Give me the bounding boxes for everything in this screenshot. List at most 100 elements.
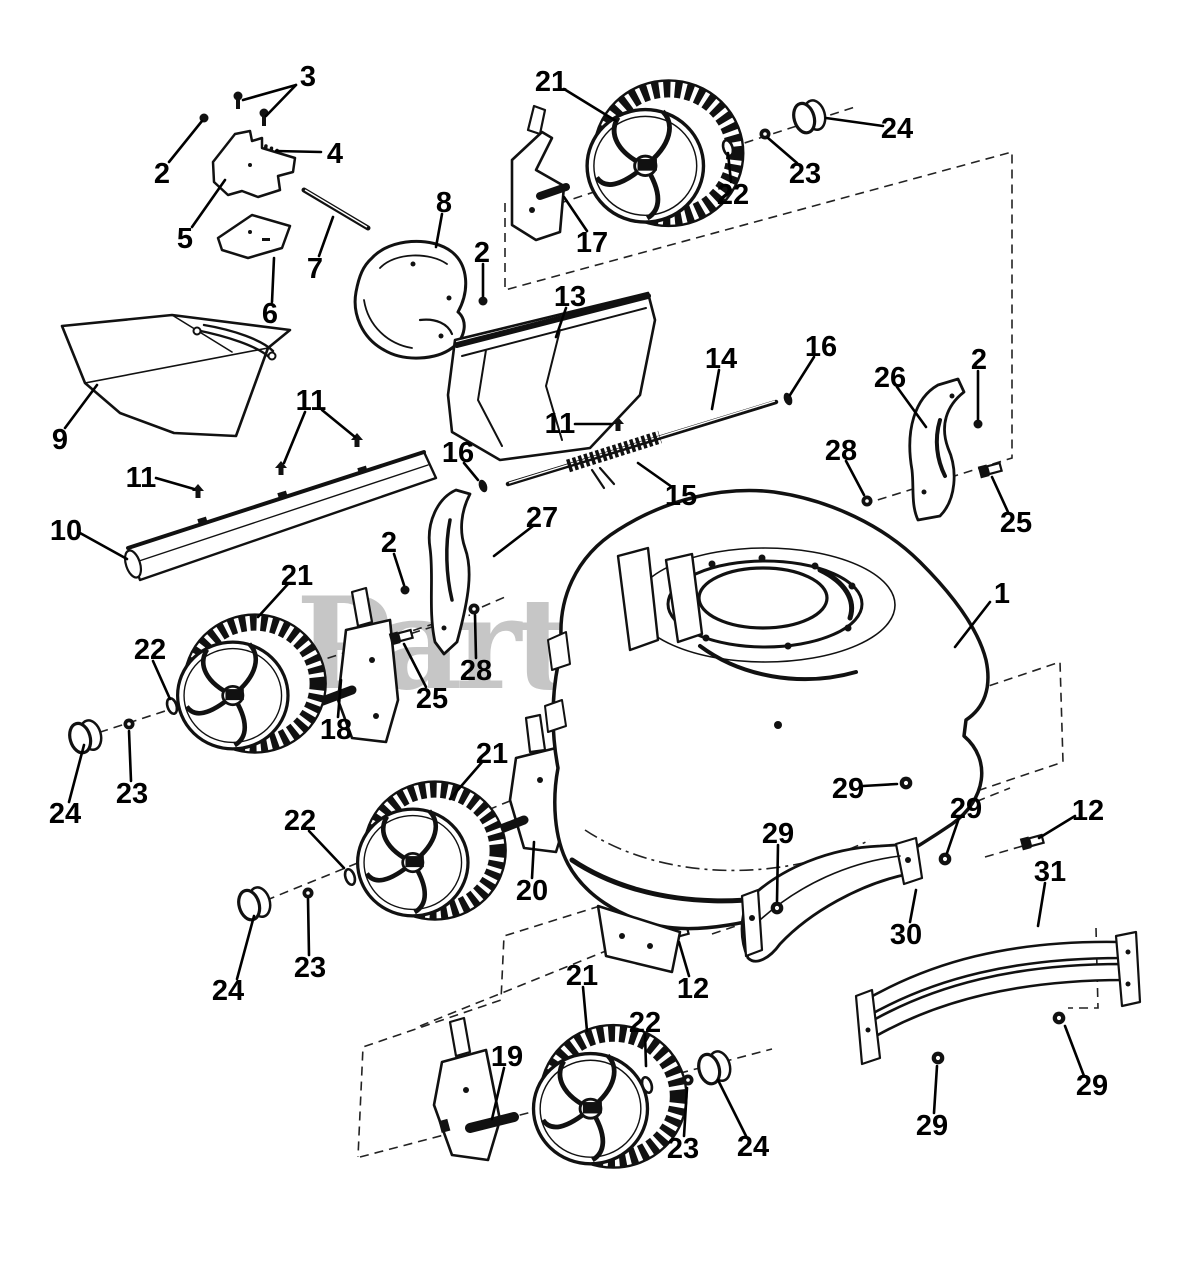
callout-label-22: 22 [717,179,749,211]
callout-leader-line [270,256,276,304]
callout-leader-line [562,195,589,233]
rod-drawing-14 [505,399,779,487]
callout-label-22: 22 [629,1007,661,1039]
callout-label-17: 17 [576,227,608,259]
callout-leader-line [320,408,357,439]
callout-label-22: 22 [284,805,316,837]
wheel-drawing-bottom [534,1025,687,1168]
wheel-drawing-middle [358,782,506,920]
callout-label-3: 3 [300,61,316,93]
callout-label-10: 10 [50,515,82,547]
callout-leader-line [1063,1024,1086,1078]
callout-leader-line [990,475,1010,514]
callout-leader-line [636,461,674,489]
callout-label-23: 23 [116,778,148,810]
callout-leader-line [530,840,536,880]
bolt-dot-icon [199,113,983,595]
callout-leader-line [726,151,733,184]
callout-label-11: 11 [126,462,157,494]
callout-label-23: 23 [294,952,326,984]
callout-leader-line [490,1066,506,1121]
callout-label-27: 27 [526,502,558,534]
callout-leader-line [932,1064,939,1115]
part-drawings [60,80,1142,1168]
callout-leader-line [78,531,129,561]
callout-leader-line [462,461,480,482]
dashed-box-bottom [357,905,601,1158]
callout-leader-line [67,743,86,804]
callout-label-24: 24 [881,113,913,145]
callout-label-19: 19 [491,1041,523,1073]
callout-label-2: 2 [154,158,170,190]
plate-drawing-6 [216,213,292,260]
callout-leader-line [392,552,406,587]
callout-label-2: 2 [971,344,987,376]
mulch-plug-drawing-13 [446,291,657,462]
callout-leader-line [492,524,535,558]
callout-leader-line [256,582,290,619]
housing-drawing-8 [353,239,468,360]
callout-label-6: 6 [262,298,278,330]
callout-label-29: 29 [832,773,864,805]
handle-bracket-drawing-26 [908,377,966,522]
callout-label-31: 31 [1034,856,1066,888]
callout-leader-line [307,829,346,870]
callout-leader-line [581,985,589,1033]
callout-leader-line [434,212,444,249]
callout-leader-line [167,119,204,164]
dashed-box-deck-right [946,660,1064,802]
callout-label-16: 16 [805,331,837,363]
callout-label-2: 2 [474,237,490,269]
callout-leader-line [336,678,343,719]
callout-label-12: 12 [677,973,709,1005]
callout-label-24: 24 [737,1131,769,1163]
callout-leader-line [844,459,866,497]
callout-label-23: 23 [667,1133,699,1165]
callout-leader-line [945,816,961,855]
callout-leader-line [317,215,335,258]
callout-leader-line [677,940,691,978]
callout-label-21: 21 [566,960,598,992]
callout-label-29: 29 [916,1110,948,1142]
callout-leader-line [274,149,323,154]
callout-leader-line [306,897,311,957]
callout-label-16: 16 [442,437,474,469]
callout-leader-line [63,383,99,430]
callout-leader-line [562,87,618,123]
callout-label-25: 25 [416,683,448,715]
callout-leader-line [953,600,992,649]
callout-leader-line [908,888,918,924]
callout-label-22: 22 [134,634,166,666]
callout-label-5: 5 [177,223,193,255]
handle-bracket-drawing-27 [427,488,472,656]
callout-label-29: 29 [950,793,982,825]
callout-label-24: 24 [212,975,244,1007]
mower-deck-drawing [544,488,990,974]
callout-label-28: 28 [825,435,857,467]
callout-label-2: 2 [381,527,397,559]
dashed-box-top-right [504,150,1013,504]
callout-label-11: 11 [296,385,327,417]
callout-leader-line [282,410,307,465]
callout-label-13: 13 [554,281,586,313]
callout-leader-line [716,1078,748,1138]
callout-leader-line [554,306,568,339]
callout-leader-line [473,613,478,660]
callout-label-8: 8 [436,187,452,219]
callout-label-29: 29 [1076,1070,1108,1102]
deflector-drawing-9 [60,313,292,438]
callout-label-25: 25 [1000,507,1032,539]
callout-label-4: 4 [327,138,343,170]
callout-label-28: 28 [460,655,492,687]
bumper-bracket-drawing-30 [740,836,924,963]
callout-leader-line [895,385,928,429]
callout-leader-line [264,83,298,118]
callout-label-15: 15 [665,480,697,512]
callout-leader-line [127,729,133,783]
spring-drawing-15 [566,430,662,490]
callout-label-11: 11 [545,408,576,440]
rail-drawing-10 [123,450,438,582]
callout-leader-line [402,642,428,689]
